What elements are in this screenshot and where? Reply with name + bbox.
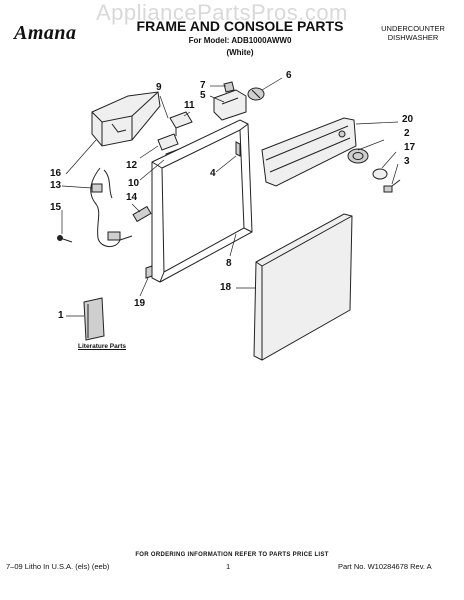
brand-logo: Amana (14, 22, 77, 44)
part-17-knob-cap (372, 168, 388, 180)
callout-8: 8 (226, 258, 232, 269)
callout-18: 18 (220, 282, 232, 293)
callout-2: 2 (404, 128, 410, 139)
product-type-line2: DISHWASHER (387, 33, 439, 42)
callout-13: 13 (50, 180, 62, 191)
part-15-screw (57, 235, 73, 243)
callout-14: 14 (126, 192, 138, 203)
callout-4: 4 (210, 168, 216, 179)
part-18-door-panel (253, 213, 353, 361)
literature-parts-label: Literature Parts (78, 343, 127, 350)
callout-6: 6 (286, 70, 292, 81)
product-type-line1: UNDERCOUNTER (381, 24, 445, 33)
callout-3: 3 (404, 156, 410, 167)
part-20-console-panel (261, 117, 357, 187)
part-7-clip (223, 81, 235, 93)
part-19-clip (145, 265, 153, 279)
callout-10: 10 (128, 178, 140, 189)
part-2-knob (347, 148, 369, 164)
part-4-tub-frame (151, 119, 253, 283)
callout-11: 11 (184, 100, 195, 111)
part-3-screw (383, 179, 401, 193)
callout-12: 12 (126, 160, 138, 171)
ordering-note: FOR ORDERING INFORMATION REFER TO PARTS … (135, 552, 329, 558)
part-1-literature (83, 297, 105, 341)
part-6-dial (247, 87, 265, 101)
part-13-wire-harness (90, 167, 133, 247)
part-11-bracket (169, 111, 193, 136)
part-12-bracket (157, 133, 179, 151)
page-number: 1 (226, 562, 231, 571)
part-14-switch (132, 205, 152, 223)
page-title: FRAME AND CONSOLE PARTS (136, 18, 344, 34)
callout-19: 19 (134, 298, 146, 309)
callout-1: 1 (58, 310, 64, 321)
model-line: For Model: ADB1000AWW0 (188, 36, 292, 45)
callout-15: 15 (50, 202, 62, 213)
print-info: 7–09 Litho In U.S.A. (els) (eeb) (6, 562, 110, 571)
callout-17: 17 (404, 142, 416, 153)
callout-16: 16 (50, 168, 62, 179)
part-number: Part No. W10284678 Rev. A (338, 562, 432, 571)
part-16-bracket (91, 91, 161, 147)
callout-9: 9 (156, 82, 162, 93)
part-5-latch (213, 89, 247, 121)
callout-7: 7 (200, 80, 206, 91)
callout-20: 20 (402, 114, 414, 125)
watermark: AppliancePartsPros.com (96, 0, 348, 25)
color-line: (White) (226, 48, 254, 57)
callout-5: 5 (200, 90, 206, 101)
product-type: UNDERCOUNTER DISHWASHER (368, 24, 458, 42)
